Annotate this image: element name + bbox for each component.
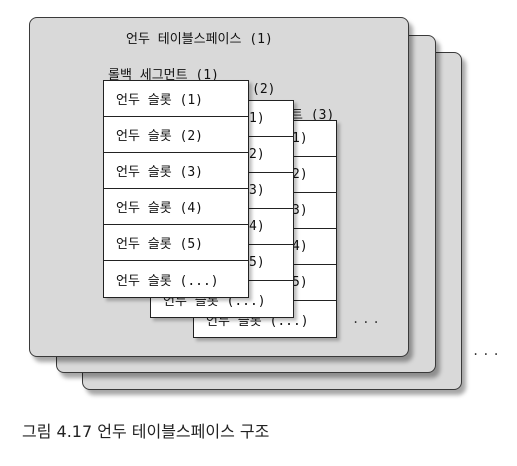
figure-caption: 그림 4.17 언두 테이블스페이스 구조 bbox=[22, 422, 270, 441]
undo-slot-more: 언두 슬롯 (...) bbox=[116, 273, 219, 289]
more-segments-ellipsis: ... bbox=[352, 312, 383, 326]
more-tablespaces-ellipsis: ... bbox=[472, 344, 503, 358]
rollback-segment-title-2: (2) bbox=[252, 82, 276, 97]
undo-slot-1: 언두 슬롯 (1) bbox=[104, 81, 248, 117]
rollback-segment-title-3: 트 (3) bbox=[291, 108, 335, 123]
undo-slot-3: 언두 슬롯 (3) bbox=[104, 153, 248, 189]
rollback-segment-1: 언두 슬롯 (1) 언두 슬롯 (2) 언두 슬롯 (3) 언두 슬롯 (4) … bbox=[103, 80, 249, 298]
undo-slot-5: 언두 슬롯 (5) bbox=[104, 225, 248, 261]
undo-slot-4: 언두 슬롯 (4) bbox=[104, 189, 248, 225]
undo-slot-2: 언두 슬롯 (2) bbox=[104, 117, 248, 153]
rollback-segment-title-1: 롤백 세그먼트 (1) bbox=[108, 68, 219, 83]
tablespace-title: 언두 테이블스페이스 (1) bbox=[126, 32, 273, 47]
